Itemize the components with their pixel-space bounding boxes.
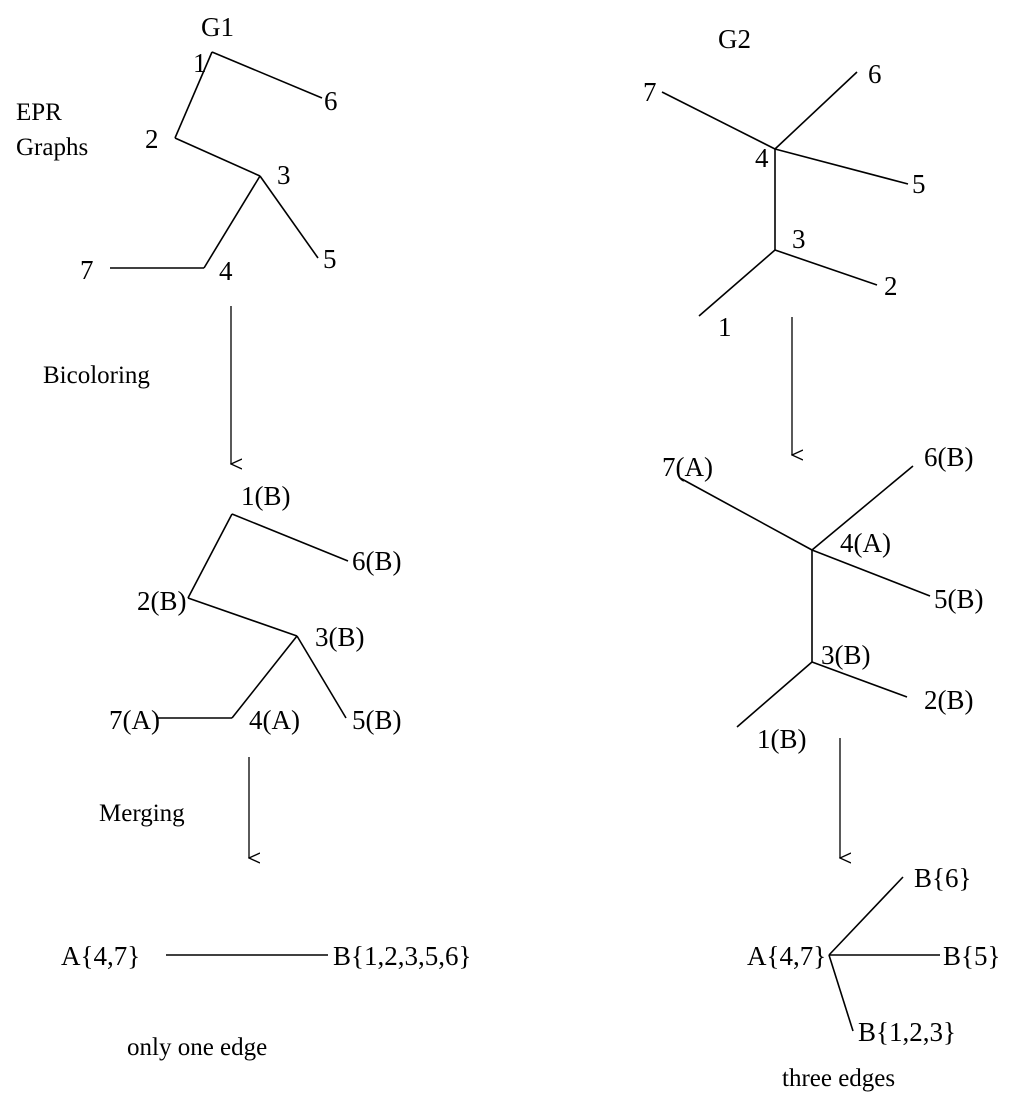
g1-edge-2-3 — [174, 137, 261, 177]
g1c-node-6: 6(B) — [352, 546, 402, 576]
g2-edge-4-5 — [774, 148, 909, 185]
g1c-edge-3-4 — [231, 635, 298, 719]
g2m-node-b5: B{5} — [943, 941, 1000, 971]
g2-node-2: 2 — [884, 271, 898, 301]
g2-node-3: 3 — [792, 224, 806, 254]
g1m-node-b: B{1,2,3,5,6} — [333, 941, 471, 971]
g2c-node-7: 7(A) — [662, 452, 713, 482]
merging-label: Merging — [99, 800, 185, 827]
g2c-edge-4-5 — [811, 549, 931, 597]
bicoloring-label: Bicoloring — [43, 362, 150, 389]
g1c-node-4: 4(A) — [249, 705, 300, 735]
g2c-edge-7-4 — [679, 477, 813, 551]
g1-node-5: 5 — [323, 244, 337, 274]
g2-edge-3-1 — [698, 249, 776, 317]
g2-caption: three edges — [782, 1065, 895, 1092]
g2c-node-6: 6(B) — [924, 442, 974, 472]
g1-edge-3-5 — [259, 175, 319, 259]
epr-label-line2: Graphs — [16, 134, 88, 161]
g1-merged-graph: A{4,7} B{1,2,3,5,6} — [61, 941, 471, 971]
g1c-node-7: 7(A) — [109, 705, 160, 735]
g1c-edge-1-6 — [231, 513, 349, 562]
g1-node-1: 1 — [193, 48, 207, 78]
g2-edge-4-6 — [774, 71, 858, 150]
g1-edge-1-2 — [174, 51, 213, 139]
g1c-edge-3-5 — [296, 635, 347, 719]
g1m-node-a: A{4,7} — [61, 941, 140, 971]
g2-title: G2 — [718, 24, 751, 54]
g2-node-4: 4 — [755, 143, 769, 173]
g2-edge-3-2 — [774, 249, 878, 286]
g1-node-7: 7 — [80, 255, 94, 285]
g2m-node-b123: B{1,2,3} — [858, 1017, 956, 1047]
g1c-node-2: 2(B) — [137, 586, 187, 616]
g1c-edge-1-2 — [187, 513, 233, 599]
g2m-node-a: A{4,7} — [747, 941, 826, 971]
g1-title: G1 — [201, 12, 234, 42]
g1-node-3: 3 — [277, 160, 291, 190]
g2-graph: 7 6 4 5 3 2 1 — [643, 59, 926, 342]
g1-edge-3-4 — [203, 175, 261, 269]
g2-colored-graph: 7(A) 6(B) 4(A) 5(B) 3(B) 2(B) 1(B) — [662, 442, 984, 754]
g2-merged-graph: A{4,7} B{6} B{5} B{1,2,3} — [747, 863, 1000, 1047]
g1-node-4: 4 — [219, 256, 233, 286]
g2-node-5: 5 — [912, 169, 926, 199]
g2m-edge-a-b6 — [828, 876, 904, 956]
g2c-node-3: 3(B) — [821, 640, 871, 670]
g1c-node-1: 1(B) — [241, 481, 291, 511]
g1-node-2: 2 — [145, 124, 159, 154]
g2c-node-1: 1(B) — [757, 724, 807, 754]
g1-graph: 1 2 3 4 5 6 7 — [80, 48, 338, 286]
g2c-node-5: 5(B) — [934, 584, 984, 614]
g2c-edge-3-1 — [736, 661, 813, 728]
g2-node-1: 1 — [718, 312, 732, 342]
g1c-edge-2-3 — [187, 597, 298, 637]
g1-node-6: 6 — [324, 86, 338, 116]
epr-label-line1: EPR — [16, 99, 62, 126]
g2-node-6: 6 — [868, 59, 882, 89]
g2c-edge-4-6 — [811, 465, 914, 551]
g1-colored-graph: 1(B) 2(B) 3(B) 4(A) 5(B) 6(B) 7(A) — [109, 481, 402, 735]
g1c-node-3: 3(B) — [315, 622, 365, 652]
g1-caption: only one edge — [127, 1034, 267, 1061]
g1c-node-5: 5(B) — [352, 705, 402, 735]
g2m-edge-a-b123 — [828, 954, 854, 1032]
g2c-node-2: 2(B) — [924, 685, 974, 715]
g2m-node-b6: B{6} — [914, 863, 971, 893]
g2c-node-4: 4(A) — [840, 528, 891, 558]
g2-edge-7-4 — [661, 91, 776, 150]
g2-node-7: 7 — [643, 77, 657, 107]
g2c-edge-3-2 — [811, 661, 908, 698]
g1-edge-1-6 — [211, 51, 323, 99]
